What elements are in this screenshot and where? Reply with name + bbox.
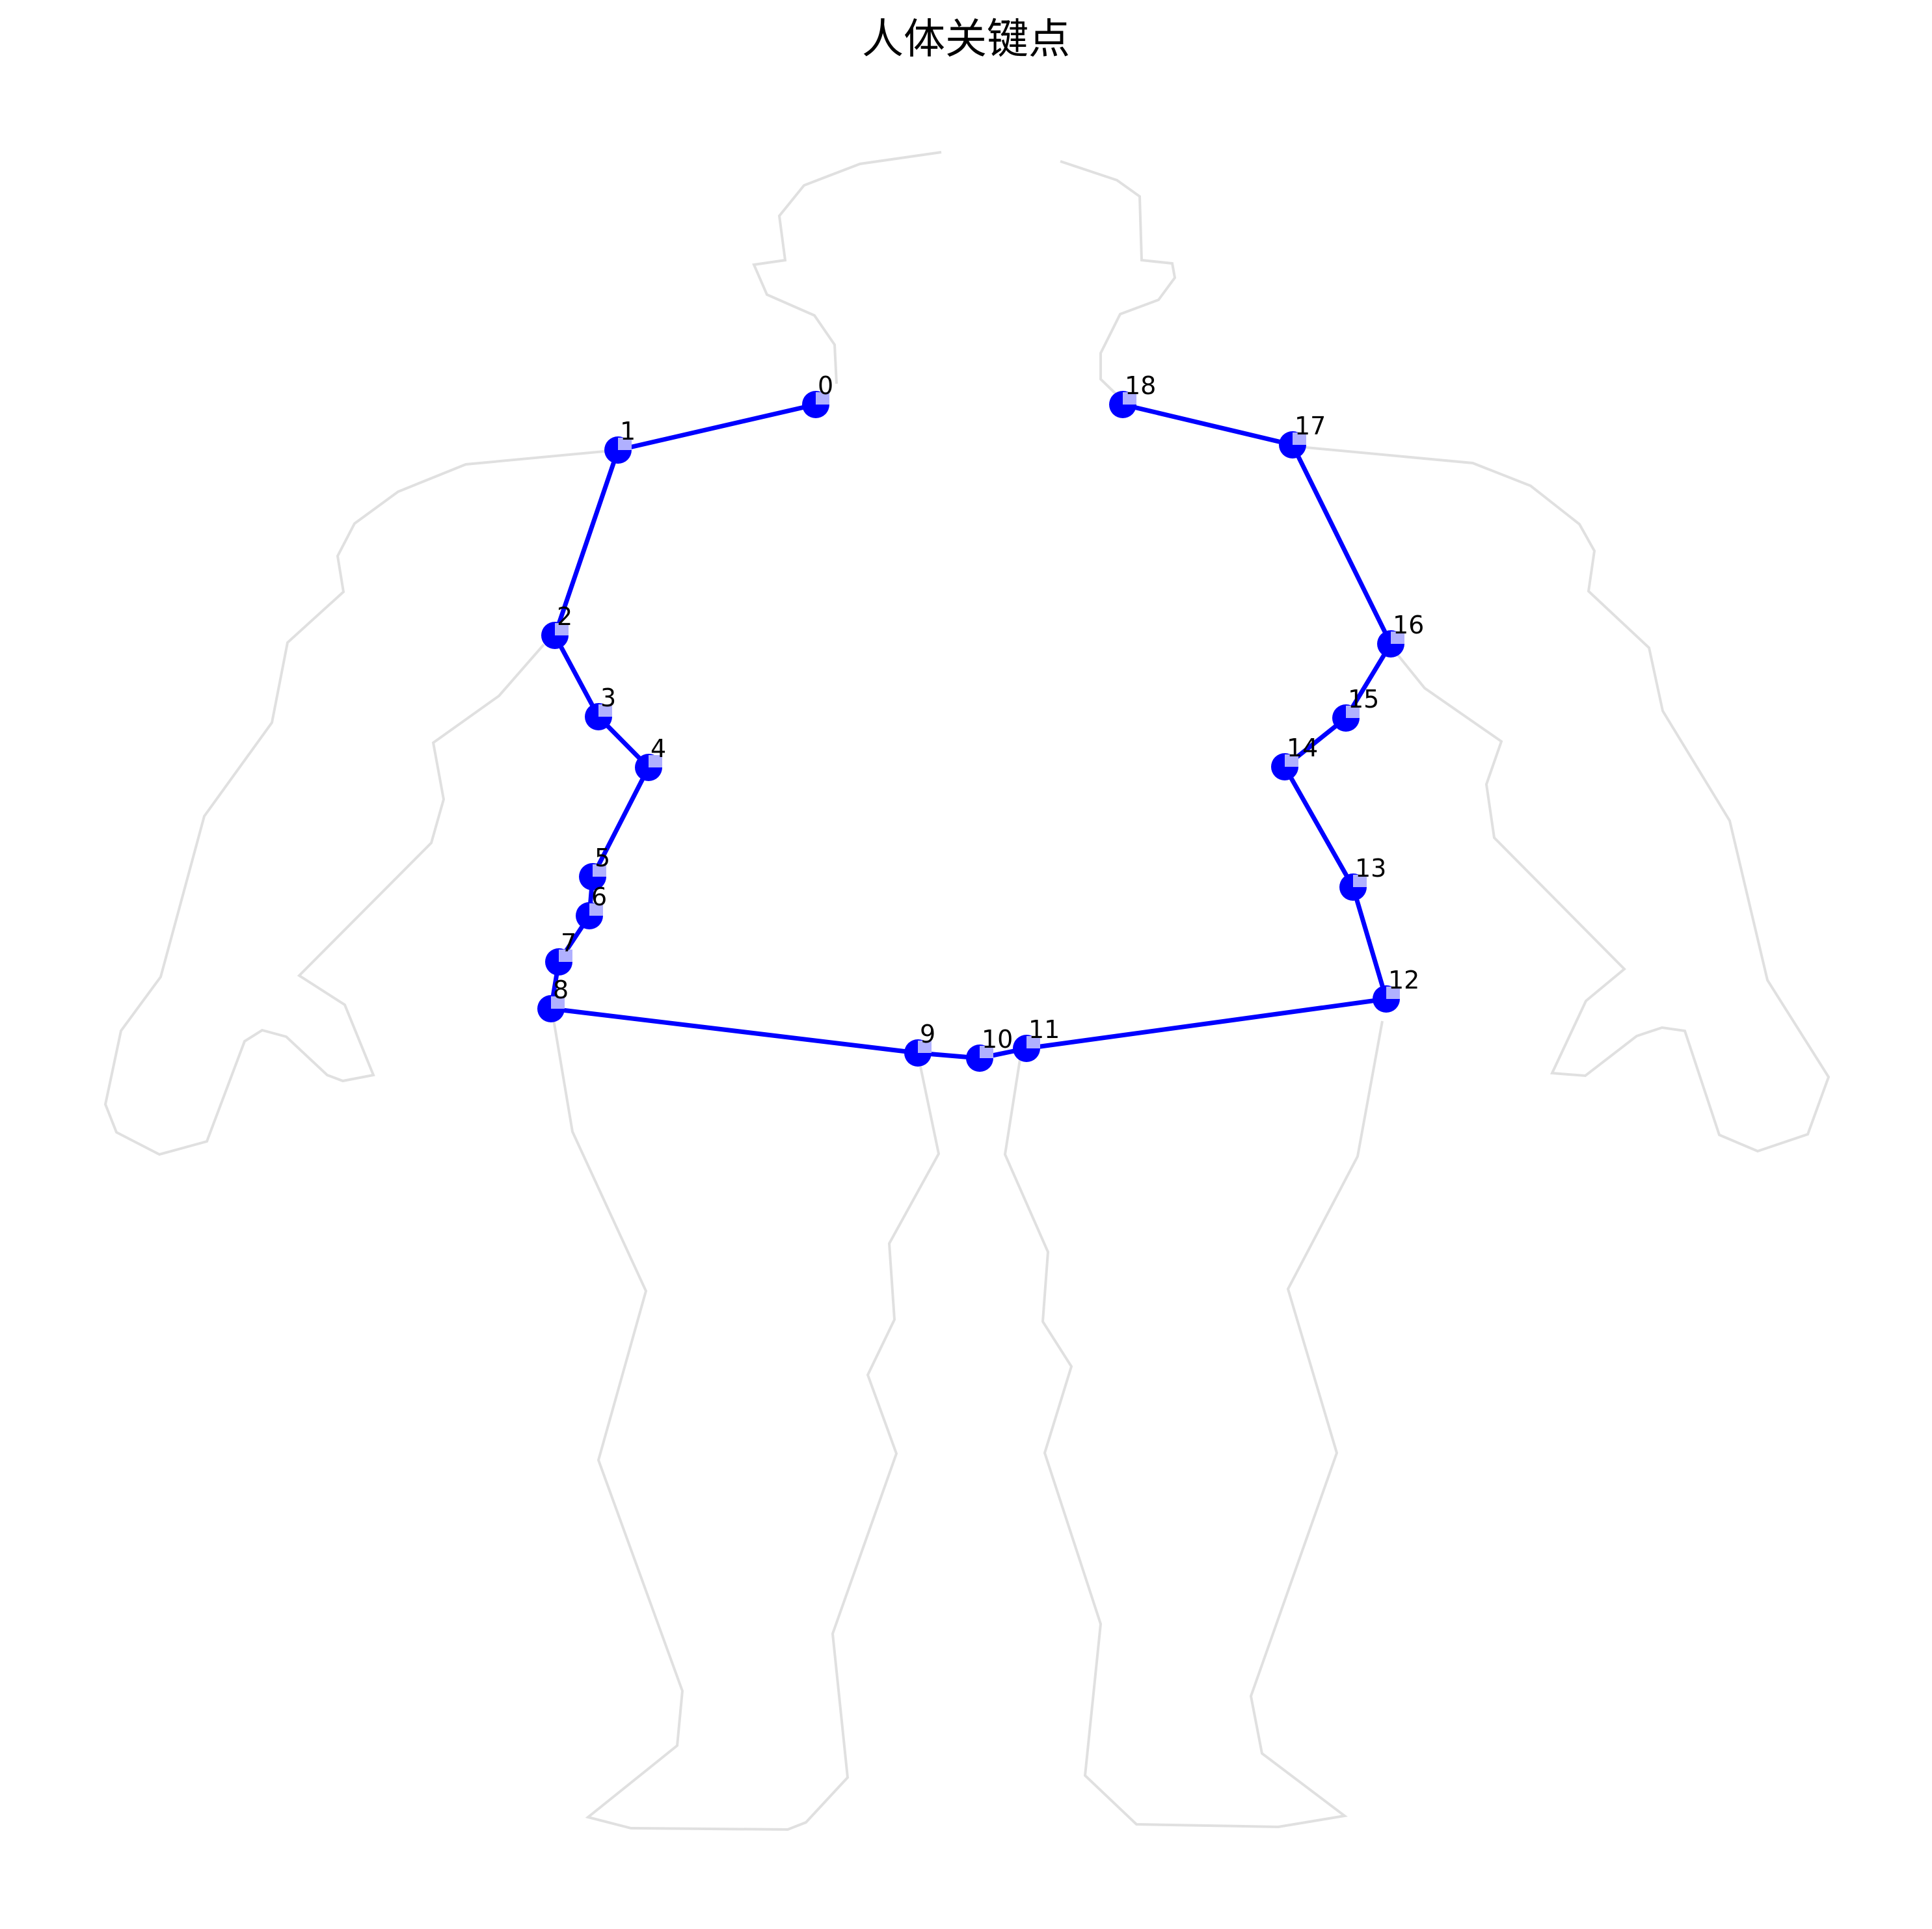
keypoint-1 [604,436,632,464]
body-outline-right-arm [1291,445,1831,1153]
body-outline-right [1060,160,1177,399]
keypoint-label-4: 4 [651,734,666,763]
keypoint-6 [576,902,603,929]
edge-4-5 [590,765,651,879]
keypoint-label-7: 7 [561,929,576,957]
body-outline-left-leg [550,1007,941,1831]
edge-12-13 [1350,885,1389,1002]
edge-2-3 [552,633,601,719]
edge-16-17 [1290,442,1393,646]
keypoint-3 [585,703,612,730]
keypoint-label-1: 1 [620,417,636,446]
keypoint-13 [1339,873,1367,901]
keypoint-label-13: 13 [1355,854,1386,883]
keypoint-label-16: 16 [1393,611,1424,639]
keypoint-label-5: 5 [595,844,610,872]
keypoint-16 [1377,630,1404,658]
keypoint-markers [537,391,1404,1072]
edge-13-14 [1282,764,1356,890]
keypoint-label-14: 14 [1287,734,1318,762]
keypoint-8 [537,995,565,1022]
keypoint-label-8: 8 [553,976,569,1004]
figure-title: 人体关键点 [862,16,1070,64]
keypoint-15 [1332,704,1360,732]
keypoint-14 [1271,753,1298,780]
keypoint-label-3: 3 [600,684,616,712]
keypoint-label-15: 15 [1348,685,1379,713]
keypoint-label-17: 17 [1295,412,1326,440]
keypoint-label-18: 18 [1125,371,1156,400]
keypoint-18 [1109,391,1136,418]
edge-0-1 [615,402,818,453]
keypoint-0 [802,391,829,418]
keypoint-17 [1279,431,1306,459]
body-outline-right-leg [1003,1020,1384,1829]
keypoint-4 [635,754,662,781]
edge-8-9 [548,1006,920,1056]
keypoint-label-0: 0 [818,371,833,400]
keypoint-10 [966,1044,993,1072]
edge-11-12 [1024,996,1389,1051]
keypoint-9 [904,1039,932,1067]
keypoint-label-12: 12 [1388,966,1419,994]
body-outline-left [752,151,942,384]
keypoint-label-2: 2 [557,602,572,631]
keypoint-5 [579,863,606,890]
keypoint-12 [1373,985,1400,1013]
keypoint-2 [541,622,569,649]
keypoint-label-9: 9 [920,1020,935,1048]
keypoint-label-10: 10 [982,1025,1013,1054]
keypoint-7 [545,948,572,976]
keypoint-11 [1013,1035,1040,1062]
keypoint-label-11: 11 [1028,1015,1060,1044]
edge-17-18 [1120,402,1295,447]
keypoint-label-6: 6 [591,883,607,911]
body-outline-left-arm [103,449,619,1156]
skeleton-edges [548,402,1393,1061]
edge-1-2 [552,447,621,638]
